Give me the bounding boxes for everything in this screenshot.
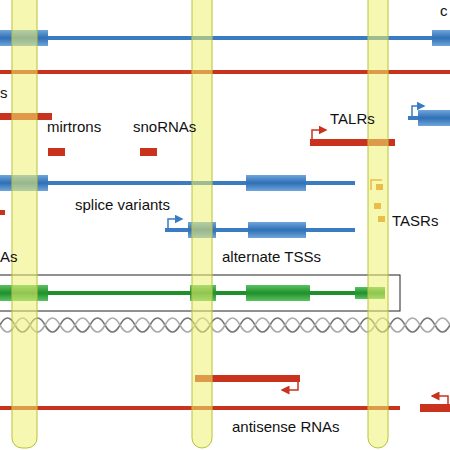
splice-variant: [0, 175, 355, 215]
transcript-label: TALRs: [330, 110, 375, 127]
transcript-label: TASRs: [392, 212, 438, 229]
transcript-label: mirtrons: [47, 118, 101, 135]
transcript-label: alternate TSSs: [222, 248, 321, 265]
transcript-label: antisense RNAs: [232, 418, 340, 435]
transcript-label: s: [0, 84, 8, 101]
transcript-label: c: [440, 2, 448, 19]
transcript-label: splice variants: [75, 196, 170, 213]
highlight-band: [12, 0, 388, 448]
transcript-label: snoRNAs: [133, 118, 196, 135]
transcript-label: As: [0, 248, 18, 265]
